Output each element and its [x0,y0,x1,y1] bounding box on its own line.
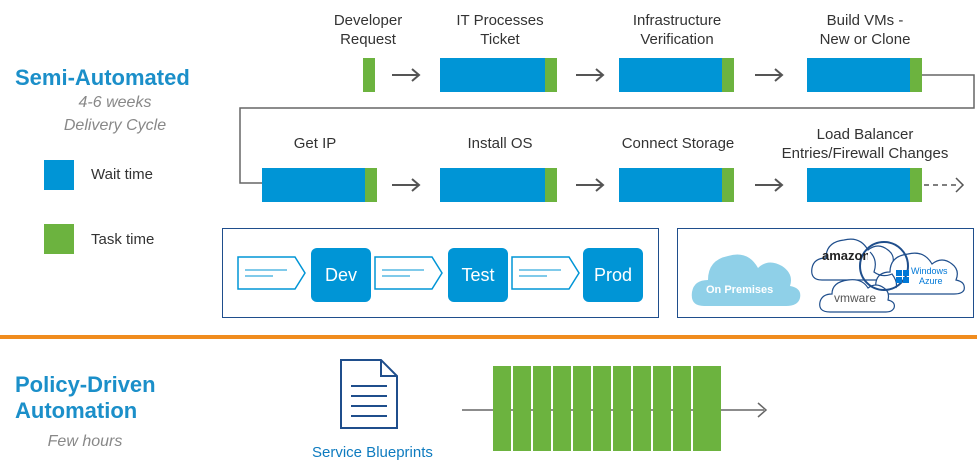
step-install-os-label: Install OS [467,135,533,152]
wait-time-segment [619,58,722,92]
arrow-right-icon [576,68,605,82]
wait-time-swatch [44,160,74,190]
section-divider [0,335,977,339]
step-connect-storage-bar [619,168,734,202]
step-developer-request-bar [363,58,375,92]
task-time-block [673,366,691,451]
arrow-right-icon [392,178,421,192]
task-time-segment [545,168,557,202]
wait-time-segment [807,58,910,92]
step-get-ip-label: Get IP [293,135,337,152]
task-time-segment [545,58,557,92]
task-time-block [653,366,671,451]
cloud-on-premises-icon [691,254,801,306]
wait-time-segment [619,168,722,202]
arrow-right-icon [755,68,784,82]
env-dev-button[interactable]: Dev [311,248,371,302]
wait-time-label: Wait time [91,166,153,183]
vmware-label: vmware [834,291,877,305]
task-time-segment [910,168,922,202]
wait-time-segment [440,58,545,92]
env-test-button[interactable]: Test [448,248,508,302]
task-time-swatch [44,224,74,254]
step-it-processes-ticket-bar [440,58,557,92]
dashed-arrow-icon [924,177,965,193]
task-time-segment [722,168,734,202]
task-time-block [633,366,651,451]
task-time-segment [910,58,922,92]
pipeline-arrow-icon [374,256,443,290]
semi-delivery-cycle: Delivery Cycle [63,117,167,134]
step-build-vms-label: Build VMs -New or Clone [819,12,911,48]
policy-duration: Few hours [47,433,123,450]
task-time-block [553,366,571,451]
wait-time-segment [440,168,545,202]
task-time-block [613,366,631,451]
arrow-right-icon [755,178,784,192]
pipeline-arrow-icon [237,256,306,290]
task-time-block [513,366,531,451]
task-time-block [493,366,511,451]
amazon-label: amazon [822,248,868,263]
wait-time-segment [262,168,365,202]
wait-time-segment [807,168,910,202]
task-time-segment [722,58,734,92]
on-premises-label: On Premises [706,284,774,296]
semi-duration: 4-6 weeks [78,94,152,111]
step-connect-storage-label: Connect Storage [621,135,735,152]
cloud-cluster-icon [811,238,965,313]
task-time-block [573,366,591,451]
task-time-block [533,366,551,451]
step-install-os-bar [440,168,557,202]
step-get-ip-bar [262,168,377,202]
arrow-right-icon [392,68,421,82]
task-time-block [693,366,721,451]
pipeline-arrow-icon [511,256,580,290]
semi-automated-title: Semi-Automated [15,65,190,90]
step-build-vms-bar [807,58,922,92]
task-time-label: Task time [91,231,155,248]
task-time-segment [365,168,377,202]
row-connector-line [239,74,975,184]
document-icon [340,359,398,429]
step-infrastructure-verification-bar [619,58,734,92]
env-prod-button[interactable]: Prod [583,248,643,302]
step-load-balancer-bar [807,168,922,202]
task-time-block [593,366,611,451]
task-time-segment [363,58,375,92]
service-blueprints-label: Service Blueprints [312,444,433,461]
arrow-right-icon [576,178,605,192]
